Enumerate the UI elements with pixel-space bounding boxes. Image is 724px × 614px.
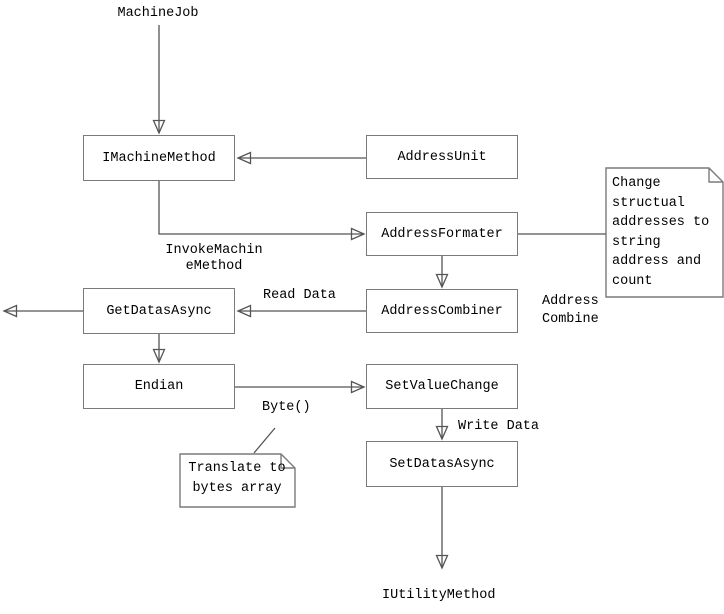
node-endian: Endian xyxy=(83,364,235,409)
note-connector-line xyxy=(253,427,276,454)
note-change-structural-outline xyxy=(605,167,724,298)
note-change-structural: Change structual addresses to string add… xyxy=(612,176,710,289)
label-iutility-method: IUtilityMethod xyxy=(382,588,496,603)
node-address-unit: AddressUnit xyxy=(366,135,518,179)
note-change-structural-fold xyxy=(708,168,723,183)
label-read-data: Read Data xyxy=(263,288,336,303)
note-translate-bytes-fold xyxy=(280,454,295,469)
node-get-datas-async: GetDatasAsync xyxy=(83,288,235,334)
label-address-combine: Address Combine xyxy=(542,294,599,327)
note-translate-bytes-outline xyxy=(179,453,296,508)
node-imachine-method: IMachineMethod xyxy=(83,135,235,181)
label-byte-call: Byte() xyxy=(262,400,311,415)
note-translate-bytes: Translate to bytes array xyxy=(188,461,286,496)
node-set-value-change: SetValueChange xyxy=(366,364,518,409)
node-address-combiner: AddressCombiner xyxy=(366,289,518,333)
edge-imachinemethod-to-addressformater xyxy=(158,181,366,241)
label-write-data: Write Data xyxy=(458,419,540,434)
node-set-datas-async: SetDatasAsync xyxy=(366,441,518,487)
label-invoke-machine-method: InvokeMachin eMethod xyxy=(165,243,263,274)
node-address-formater: AddressFormater xyxy=(366,212,518,256)
label-machine-job: MachineJob xyxy=(117,6,199,21)
